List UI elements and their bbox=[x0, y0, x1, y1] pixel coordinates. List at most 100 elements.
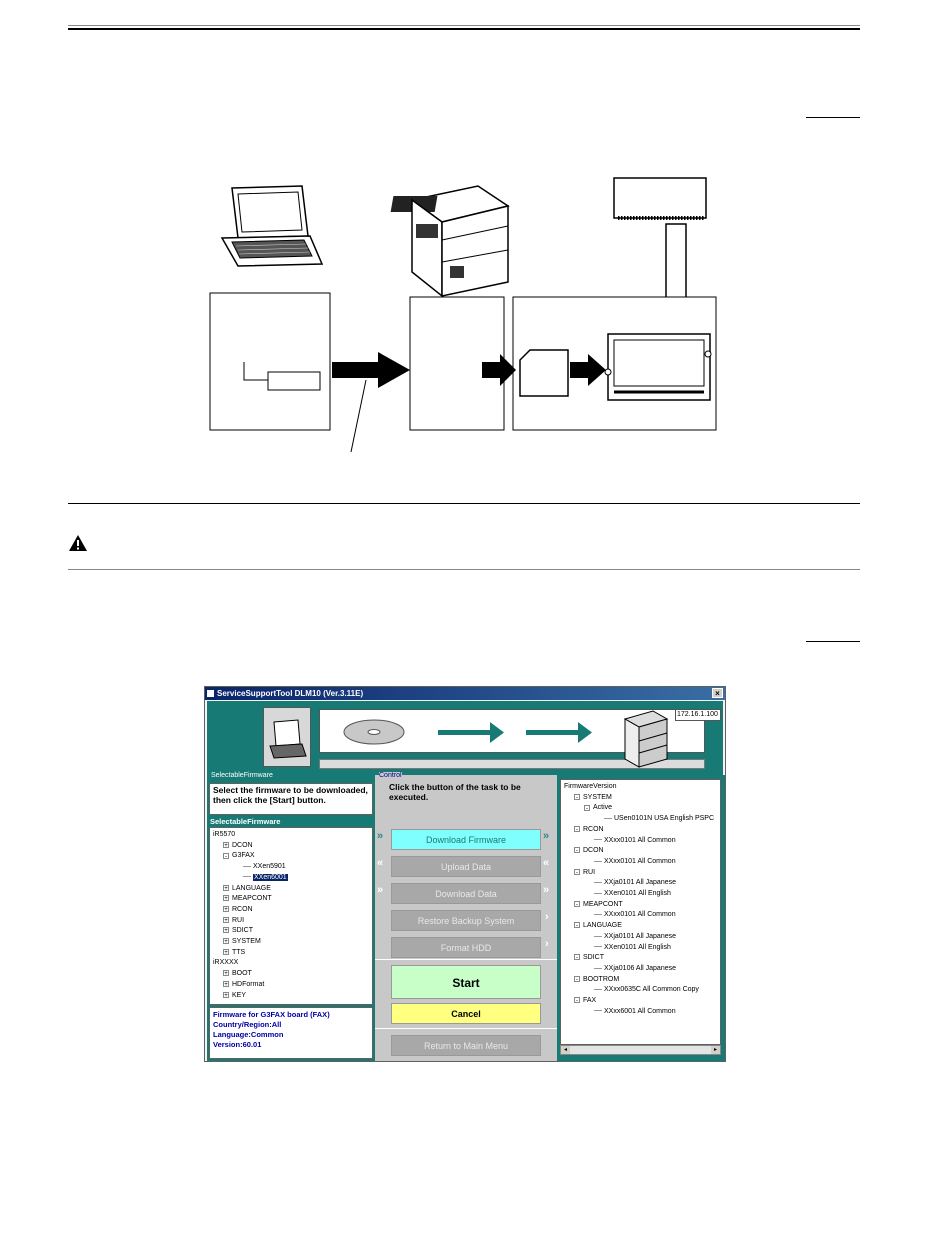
tree-item-label: XXxx0101 All Common bbox=[604, 911, 676, 919]
tree-item[interactable]: XXxx0101 All Common bbox=[564, 910, 717, 921]
download-firmware-button[interactable]: Download Firmware bbox=[391, 829, 541, 850]
collapse-icon[interactable]: - bbox=[574, 868, 580, 876]
expand-icon[interactable]: + bbox=[223, 841, 229, 849]
tree-item[interactable]: -Active bbox=[564, 803, 717, 814]
tree-item[interactable]: iR5570 bbox=[213, 830, 369, 841]
tree-item[interactable]: -MEAPCONT bbox=[564, 900, 717, 911]
collapse-icon[interactable]: - bbox=[574, 922, 580, 930]
tree-item[interactable]: +TTS bbox=[213, 948, 369, 959]
upload-left-chevron: « bbox=[377, 857, 384, 869]
scroll-left-arrow[interactable]: ◂ bbox=[561, 1046, 570, 1054]
tree-item[interactable]: XXxx0101 All Common bbox=[564, 836, 717, 847]
tree-item[interactable]: +BOOT bbox=[213, 969, 369, 980]
tree-connector-icon bbox=[594, 946, 602, 948]
tree-item[interactable]: XXen5901 bbox=[213, 862, 369, 873]
info-line: Firmware for G3FAX board (FAX) bbox=[213, 1010, 330, 1019]
restore-backup-button[interactable]: Restore Backup System bbox=[391, 910, 541, 931]
tree-item[interactable]: XXen6001 bbox=[213, 873, 369, 884]
upload-right-chevron: « bbox=[543, 857, 550, 869]
tree-item[interactable]: XXxx0101 All Common bbox=[564, 857, 717, 868]
cancel-button[interactable]: Cancel bbox=[391, 1003, 541, 1024]
tree-connector-icon bbox=[594, 1010, 602, 1012]
tree-item-label: XXen6001 bbox=[253, 873, 288, 881]
info-line: Language:Common bbox=[213, 1030, 284, 1039]
header-rule-thin bbox=[68, 25, 860, 26]
tree-item[interactable]: -BOOTROM bbox=[564, 975, 717, 986]
tree-item[interactable]: +SYSTEM bbox=[213, 937, 369, 948]
app-icon bbox=[207, 690, 214, 697]
pc-inner-box bbox=[267, 371, 321, 391]
tree-item[interactable]: -LANGUAGE bbox=[564, 921, 717, 932]
tree-item[interactable]: +DCON bbox=[213, 841, 369, 852]
expand-icon[interactable]: + bbox=[223, 916, 229, 924]
tree-item[interactable]: +SDICT bbox=[213, 926, 369, 937]
collapse-icon[interactable]: - bbox=[574, 793, 580, 801]
tree-item[interactable]: -RCON bbox=[564, 825, 717, 836]
tree-item[interactable]: -DCON bbox=[564, 846, 717, 857]
memory-module-top bbox=[613, 177, 707, 220]
tree-item-label: XXen5901 bbox=[253, 863, 286, 871]
tree-item[interactable]: -FAX bbox=[564, 996, 717, 1007]
tree-item-label: XXxx0101 All Common bbox=[604, 857, 676, 865]
tree-item[interactable]: -SDICT bbox=[564, 953, 717, 964]
tree-item[interactable]: XXxx6001 All Common bbox=[564, 1007, 717, 1018]
expand-icon[interactable]: + bbox=[223, 895, 229, 903]
tree-item[interactable]: XXen0101 All English bbox=[564, 889, 717, 900]
tree-item-label: DCON bbox=[232, 841, 253, 849]
tree-item-label: TTS bbox=[232, 948, 246, 956]
expand-icon[interactable]: + bbox=[223, 927, 229, 935]
collapse-icon[interactable]: - bbox=[584, 804, 590, 812]
expand-icon[interactable]: + bbox=[223, 981, 229, 988]
tree-item[interactable]: XXxx0635C All Common Copy bbox=[564, 985, 717, 996]
collapse-icon[interactable]: - bbox=[574, 900, 580, 908]
caution-rule bbox=[68, 569, 860, 570]
collapse-icon[interactable]: - bbox=[574, 954, 580, 962]
host-board-arrow bbox=[482, 354, 516, 386]
start-button[interactable]: Start bbox=[391, 965, 541, 999]
upload-data-button[interactable]: Upload Data bbox=[391, 856, 541, 877]
collapse-icon[interactable]: - bbox=[223, 852, 229, 860]
tree-item-label: Active bbox=[593, 804, 613, 812]
close-button[interactable]: × bbox=[712, 688, 723, 698]
collapse-icon[interactable]: - bbox=[574, 825, 580, 833]
tree-item[interactable]: -RUI bbox=[564, 868, 717, 879]
tree-item[interactable]: +MEAPCONT bbox=[213, 894, 369, 905]
expand-icon[interactable]: + bbox=[223, 884, 229, 892]
return-main-menu-button[interactable]: Return to Main Menu bbox=[391, 1035, 541, 1056]
expand-icon[interactable]: + bbox=[223, 970, 229, 978]
transfer-arrow bbox=[332, 352, 410, 388]
tree-item[interactable]: -G3FAX bbox=[213, 851, 369, 862]
tree-item[interactable]: XXja0101 All Japanese bbox=[564, 878, 717, 889]
collapse-icon[interactable]: - bbox=[574, 847, 580, 855]
tree-item[interactable]: +RUI bbox=[213, 916, 369, 927]
tree-item-label: RUI bbox=[232, 916, 245, 924]
expand-icon[interactable]: + bbox=[223, 948, 229, 956]
tree-item[interactable]: USen0101N USA English PSPC bbox=[564, 814, 717, 825]
collapse-icon[interactable]: - bbox=[574, 997, 580, 1005]
tree-item[interactable]: +KEY bbox=[213, 991, 369, 1002]
download-data-button[interactable]: Download Data bbox=[391, 883, 541, 904]
tree-item[interactable]: XXja0101 All Japanese bbox=[564, 932, 717, 943]
tree-item[interactable]: +LANGUAGE bbox=[213, 884, 369, 895]
tree-item[interactable]: +RCON bbox=[213, 905, 369, 916]
scroll-right-arrow[interactable]: ▸ bbox=[711, 1046, 720, 1054]
pc-connector-line bbox=[243, 362, 268, 381]
expand-icon[interactable]: + bbox=[223, 991, 229, 999]
horizontal-scrollbar[interactable]: ◂ ▸ bbox=[560, 1045, 721, 1055]
tree-item[interactable]: XXja0106 All Japanese bbox=[564, 964, 717, 975]
info-line: Country/Region:All bbox=[213, 1020, 282, 1029]
tree-item-label: XXja0101 All Japanese bbox=[604, 932, 676, 940]
collapse-icon[interactable]: - bbox=[574, 975, 580, 983]
tree-item[interactable]: -SYSTEM bbox=[564, 793, 717, 804]
tree-item[interactable]: iRXXXX bbox=[213, 958, 369, 969]
expand-icon[interactable]: + bbox=[223, 906, 229, 914]
tree-item[interactable]: +HDFormat bbox=[213, 980, 369, 991]
tree-item[interactable]: XXen0101 All English bbox=[564, 943, 717, 954]
left-group-label: SelectableFirmware bbox=[211, 772, 273, 779]
expand-icon[interactable]: + bbox=[223, 938, 229, 946]
caution-icon bbox=[69, 535, 87, 551]
format-hdd-button[interactable]: Format HDD bbox=[391, 937, 541, 958]
chip-module-arrow bbox=[570, 354, 606, 386]
